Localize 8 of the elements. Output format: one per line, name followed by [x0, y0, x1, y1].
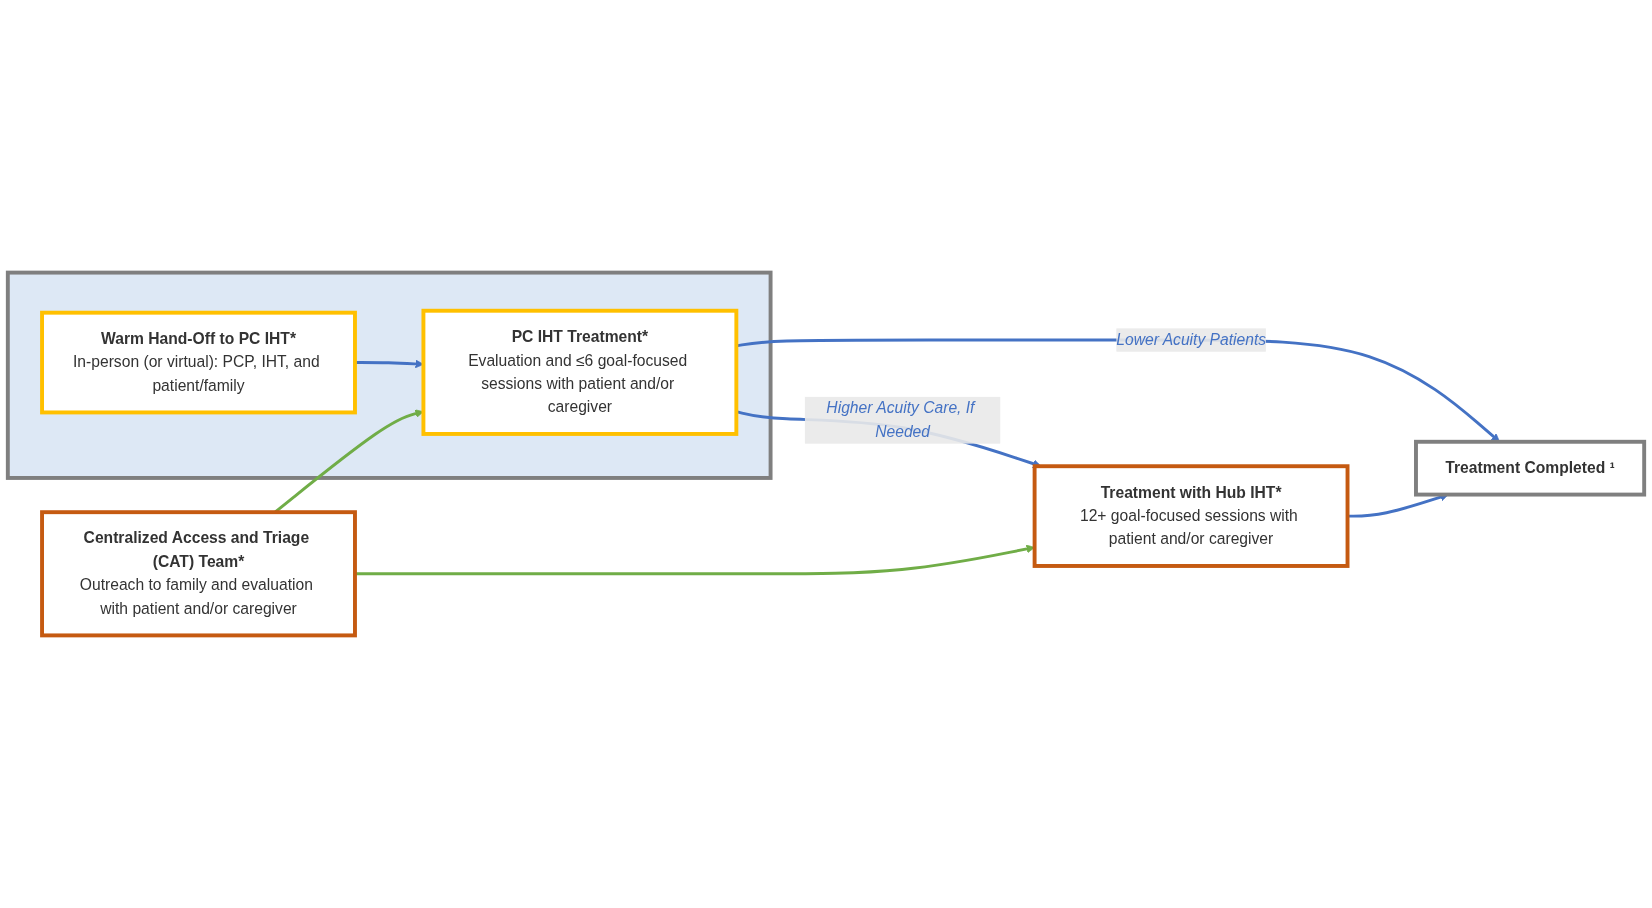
cluster — [5, 270, 773, 480]
node-box: Treatment with Hub IHT* 12+ goal-focused sessions with patient and/or caregiver — [1032, 464, 1350, 568]
node-box: Treatment Completed ¹ — [1414, 439, 1647, 497]
node-box: Warm Hand-Off to PC IHT* In-person (or virtual): PCP, IHT, and patient/family — [40, 310, 357, 415]
node-box: Centralized Access and Triage (CAT) Team* Outreach to family and evaluation with patient and/or caregiver — [40, 510, 357, 638]
edge-label: Lower Acuity Patients — [1116, 331, 1267, 348]
edge-label: Higher Acuity Care, If Needed — [826, 399, 975, 440]
node-box: PC IHT Treatment* Evaluation and ≤6 goal-focused sessions with patient and/or caregiver — [421, 308, 739, 436]
